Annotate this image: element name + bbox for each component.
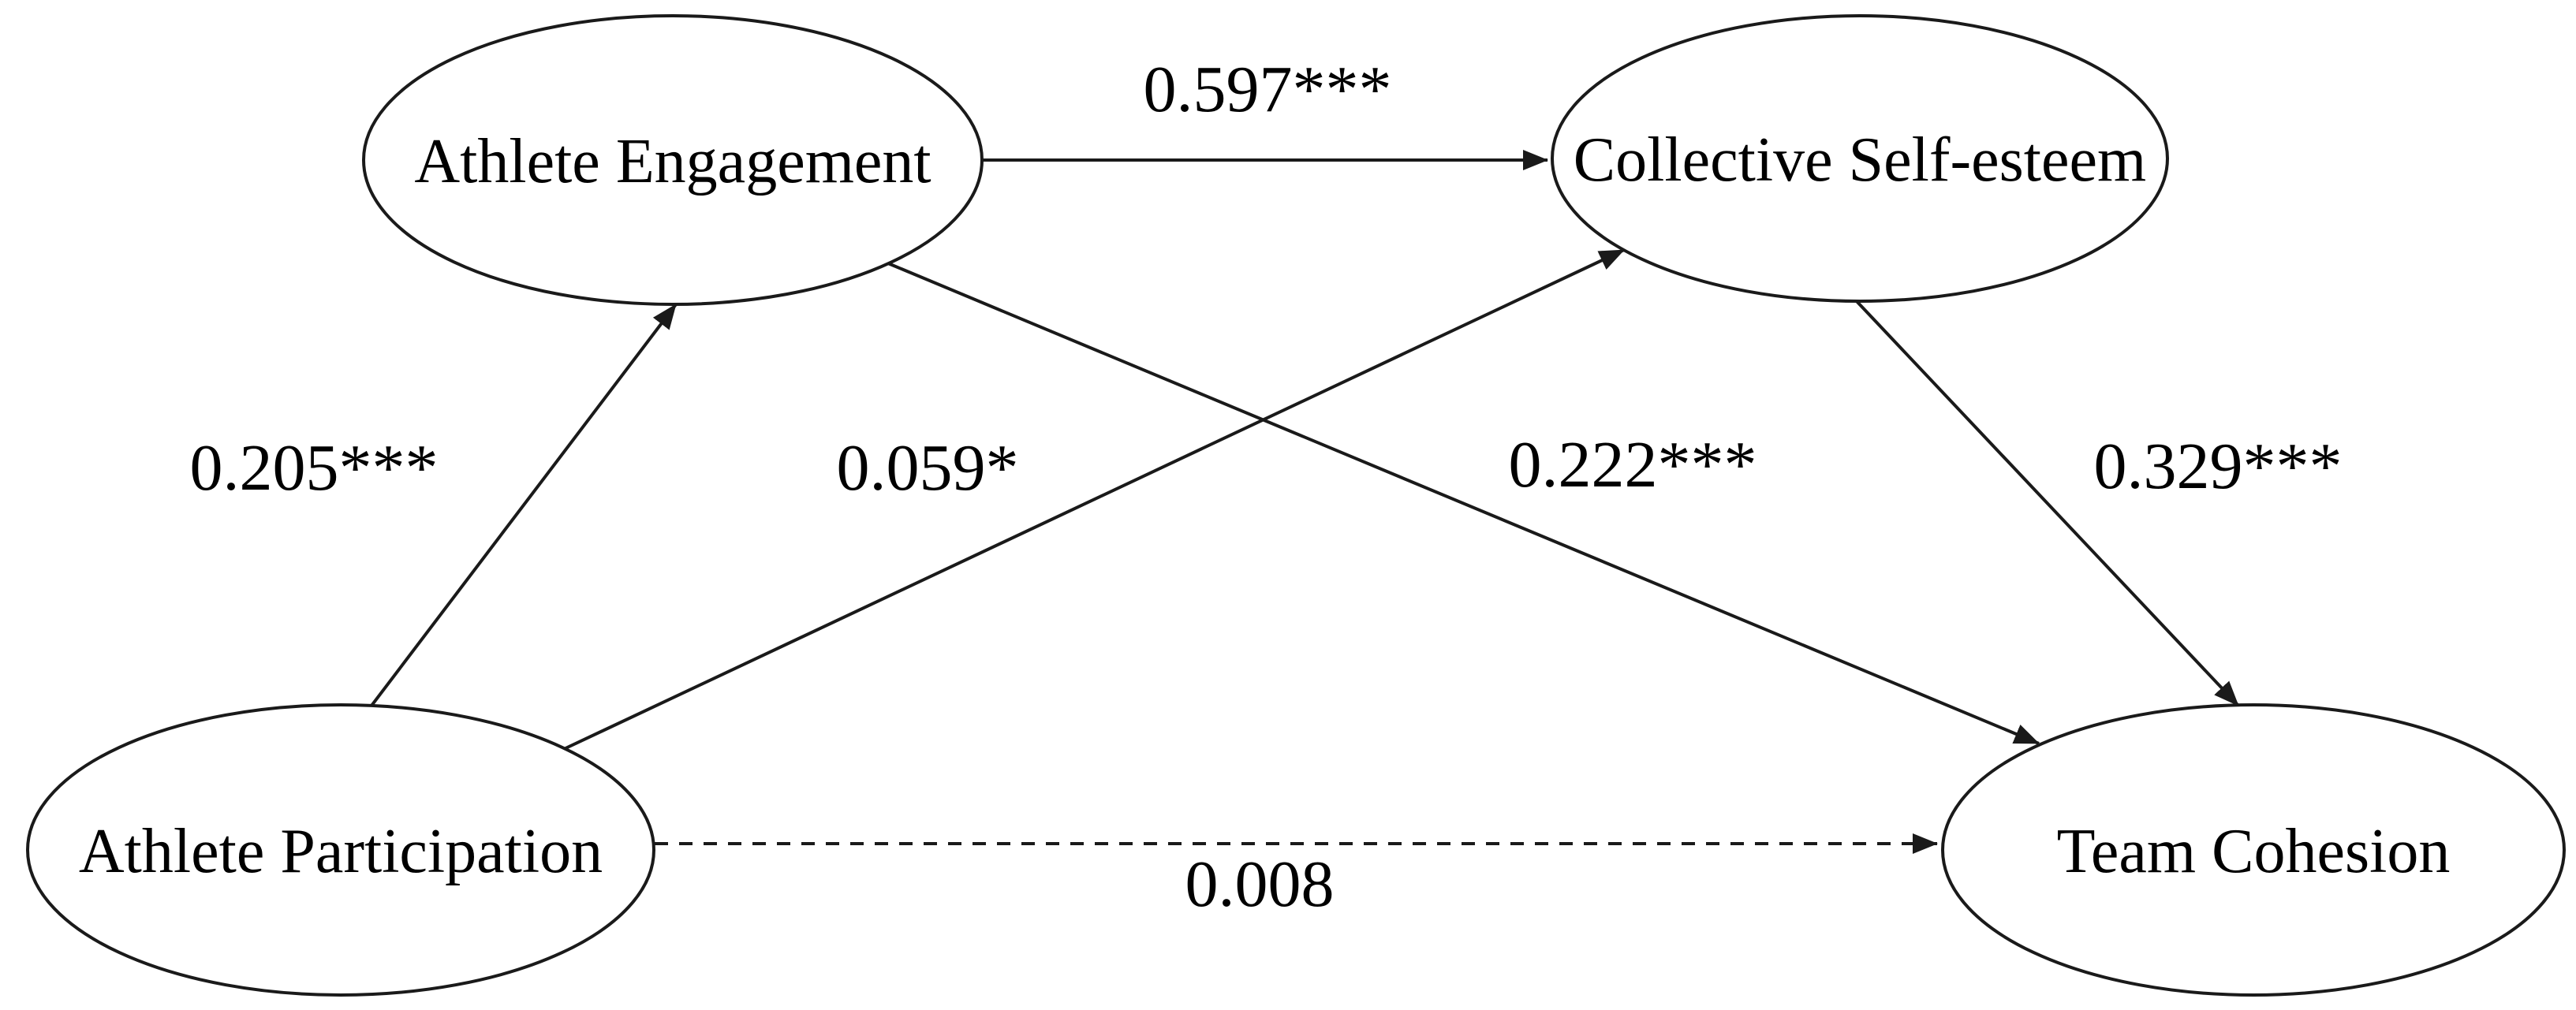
node-athlete-participation: Athlete Participation <box>26 703 655 997</box>
coefficient-engagement-cohesion: 0.222*** <box>1509 428 1757 501</box>
node-collective-self-esteem-ellipse <box>1551 14 2169 303</box>
coefficient-selfesteem-cohesion: 0.329*** <box>2094 430 2343 503</box>
coefficient-participation-engagement: 0.205*** <box>190 431 439 505</box>
coefficient-participation-cohesion: 0.008 <box>1185 848 1335 921</box>
node-athlete-engagement-label: Athlete Engagement <box>414 127 931 196</box>
node-athlete-participation-ellipse <box>26 703 655 997</box>
node-team-cohesion-label: Team Cohesion <box>2057 817 2451 886</box>
node-collective-self-esteem-label: Collective Self-esteem <box>1574 125 2146 195</box>
edge-selfesteem-to-cohesion-line <box>1854 298 2240 707</box>
edge-participation-to-engagement-line <box>370 303 678 707</box>
node-athlete-participation-label: Athlete Participation <box>79 817 603 886</box>
coefficient-participation-selfesteem: 0.059* <box>837 431 1019 505</box>
node-team-cohesion: Team Cohesion <box>1941 703 2566 997</box>
node-team-cohesion-ellipse <box>1941 703 2566 997</box>
node-athlete-engagement-ellipse <box>362 14 984 306</box>
edge-engagement-to-cohesion-line <box>887 262 2040 745</box>
node-collective-self-esteem: Collective Self-esteem <box>1551 14 2169 303</box>
coefficient-engagement-selfesteem: 0.597*** <box>1144 53 1392 126</box>
node-athlete-engagement: Athlete Engagement <box>362 14 984 306</box>
edge-participation-to-selfesteem-line <box>563 248 1625 751</box>
